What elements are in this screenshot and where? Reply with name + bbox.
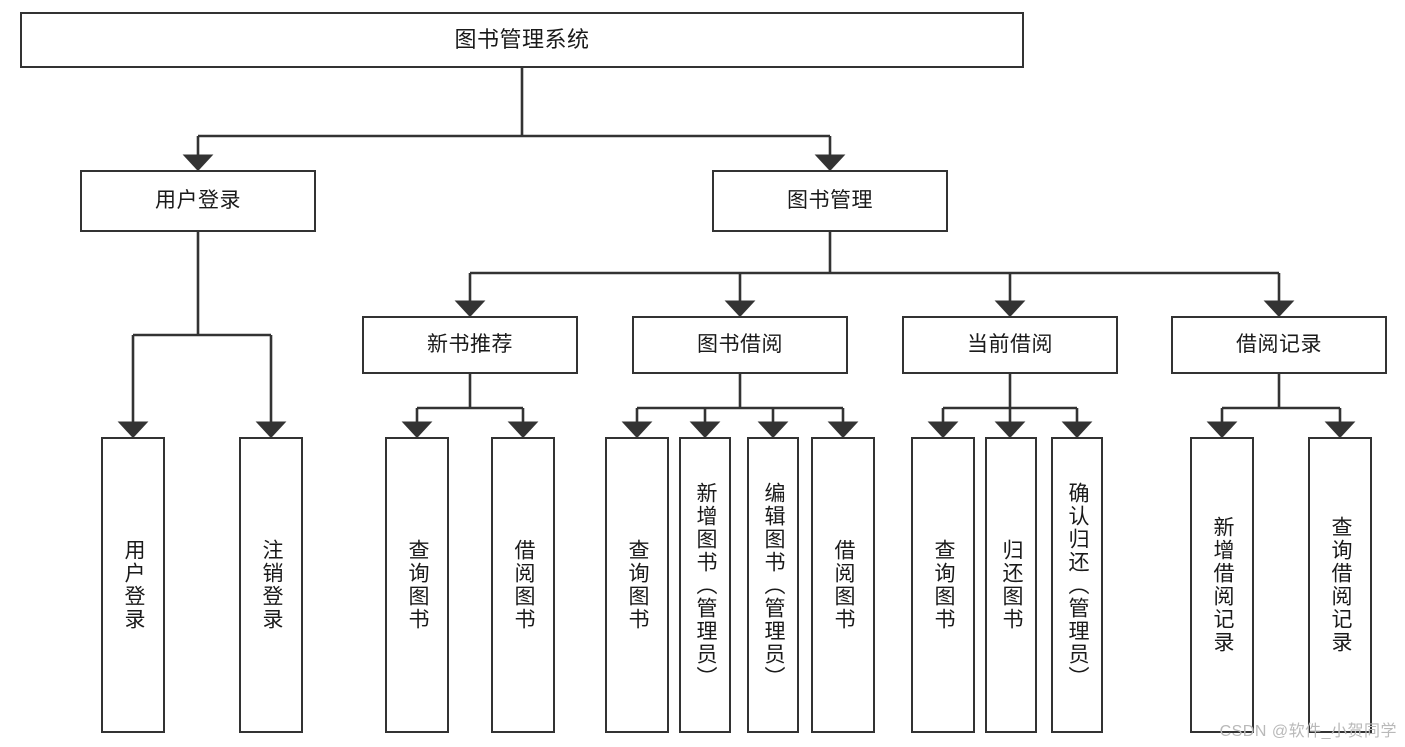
node-leaf-add-record[interactable]: 新增借阅记录	[1190, 437, 1254, 733]
node-label: 图书借阅	[697, 333, 783, 357]
node-leaf-return-book[interactable]: 归还图书	[985, 437, 1037, 733]
node-borrow-record[interactable]: 借阅记录	[1171, 316, 1387, 374]
node-leaf-borrow-book-2[interactable]: 借阅图书	[811, 437, 875, 733]
node-label: 查询借阅记录	[1329, 516, 1352, 654]
node-leaf-logout-login[interactable]: 注销登录	[239, 437, 303, 733]
node-label: 借阅记录	[1236, 333, 1322, 357]
node-leaf-query-book-3[interactable]: 查询图书	[911, 437, 975, 733]
node-label: 图书管理	[787, 189, 873, 213]
node-book-management-system[interactable]: 图书管理系统	[20, 12, 1024, 68]
node-leaf-borrow-book-1[interactable]: 借阅图书	[491, 437, 555, 733]
node-leaf-user-login[interactable]: 用户登录	[101, 437, 165, 733]
node-label: 新增图书（管理员）	[694, 481, 717, 689]
node-leaf-add-book[interactable]: 新增图书（管理员）	[679, 437, 731, 733]
node-current-borrow[interactable]: 当前借阅	[902, 316, 1118, 374]
node-label: 借阅图书	[512, 539, 535, 631]
node-label: 用户登录	[122, 539, 145, 631]
node-label: 用户登录	[155, 189, 241, 213]
node-label: 编辑图书（管理员）	[762, 481, 785, 689]
node-label: 查询图书	[626, 539, 649, 631]
node-leaf-query-book-2[interactable]: 查询图书	[605, 437, 669, 733]
node-label: 查询图书	[932, 539, 955, 631]
node-user-login[interactable]: 用户登录	[80, 170, 316, 232]
node-label: 归还图书	[1000, 539, 1023, 631]
node-label: 注销登录	[260, 539, 283, 631]
node-leaf-query-book-1[interactable]: 查询图书	[385, 437, 449, 733]
node-leaf-query-record[interactable]: 查询借阅记录	[1308, 437, 1372, 733]
watermark-text: CSDN @软件_小贺同学	[1219, 723, 1397, 740]
node-label: 图书管理系统	[454, 26, 590, 52]
node-label: 查询图书	[406, 539, 429, 631]
node-book-borrow[interactable]: 图书借阅	[632, 316, 848, 374]
node-label: 当前借阅	[967, 333, 1053, 357]
node-book-management[interactable]: 图书管理	[712, 170, 948, 232]
node-label: 借阅图书	[832, 539, 855, 631]
node-label: 新增借阅记录	[1211, 516, 1234, 654]
node-label: 确认归还（管理员）	[1066, 481, 1089, 689]
node-leaf-confirm-return[interactable]: 确认归还（管理员）	[1051, 437, 1103, 733]
node-new-book-recommend[interactable]: 新书推荐	[362, 316, 578, 374]
node-label: 新书推荐	[427, 333, 513, 357]
node-leaf-edit-book[interactable]: 编辑图书（管理员）	[747, 437, 799, 733]
